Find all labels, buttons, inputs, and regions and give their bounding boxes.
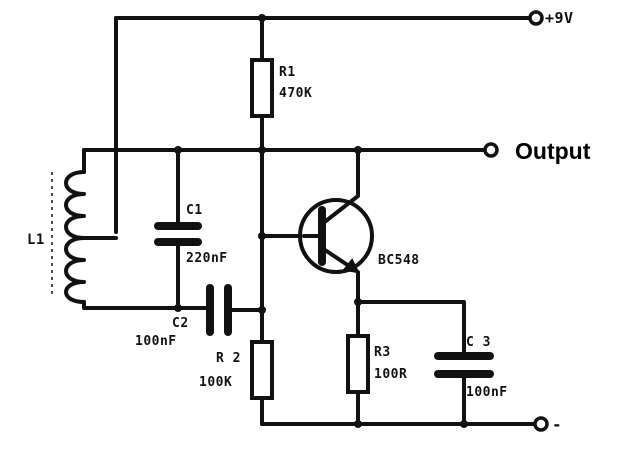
resistor-r3 [346,300,370,426]
output-label: Output [515,138,591,164]
r2-ref: R 2 [216,351,241,366]
c3-ref: C 3 [466,335,491,350]
capacitor-c2 [206,284,266,336]
ground-terminal[interactable] [533,416,549,432]
r1-value: 470K [279,86,312,101]
l1-ref: L1 [27,232,45,248]
r1-ref: R1 [279,65,296,80]
capacitor-c1 [154,148,202,312]
r2-value: 100K [199,375,232,390]
supply-label: +9V [545,9,574,27]
q1-type: BC548 [378,253,420,268]
r3-ref: R3 [374,345,391,360]
c1-value: 220nF [186,251,228,266]
resistor-r1 [250,16,274,152]
ground-label: - [552,415,562,434]
c2-value: 100nF [135,334,177,349]
supply-terminal[interactable] [528,10,544,26]
c3-value: 100nF [466,385,508,400]
transistor-q1 [298,148,374,304]
r3-value: 100R [374,367,407,382]
inductor-l1 [51,148,210,310]
c1-ref: C1 [186,203,203,218]
ground-rail [260,420,536,428]
c2-ref: C2 [172,316,189,331]
capacitor-c3 [434,352,494,426]
output-line [82,146,486,154]
bias-node [258,148,306,344]
resistor-r2 [250,340,274,426]
output-terminal[interactable] [483,142,499,158]
emitter-node [354,298,466,354]
